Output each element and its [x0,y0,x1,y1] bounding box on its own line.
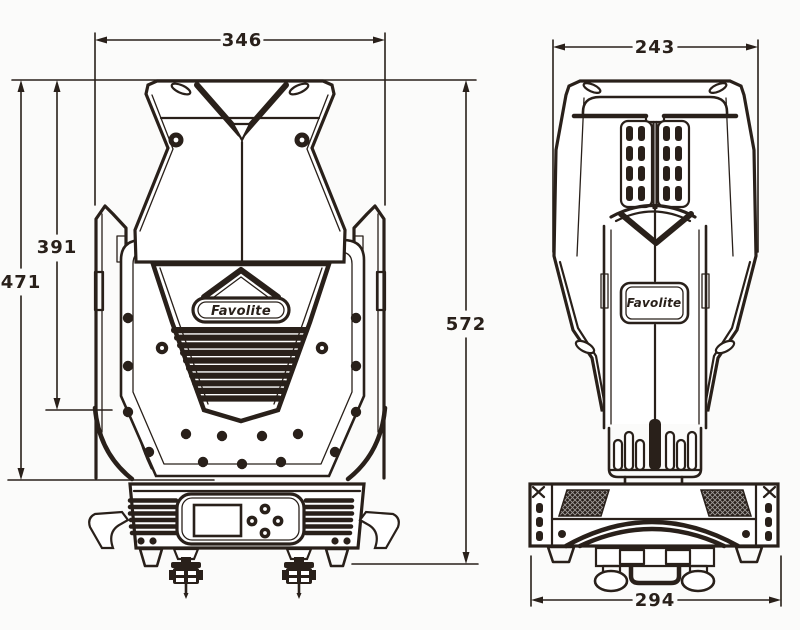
dim-label-base-depth: 294 [635,590,676,611]
handle-left [88,510,130,550]
dim-label-head-height: 391 [37,237,78,258]
corner-slot-left [170,82,192,96]
corner-slot-right [288,82,310,96]
display-panel [175,492,306,546]
base-foot-right [324,547,350,568]
dim-label-side-width: 243 [635,37,676,58]
dimension-head-height: 391 [37,80,113,411]
dimension-side-width: 243 [552,37,759,253]
front-logo-text: Favolite [211,304,271,319]
head-front [133,79,347,266]
front-logo-badge: Favolite [191,296,291,324]
dimension-front-width: 346 [94,30,386,206]
dimension-base-depth: 294 [530,555,782,611]
clamp-left [169,547,203,599]
side-slot-left [574,339,596,355]
base-foot-left [138,547,164,568]
pull-handle [628,563,682,586]
side-slot-right [714,339,736,355]
base-vent-left [127,498,179,536]
arch-handle [558,519,750,549]
front-vent-slats [171,327,309,402]
side-base [528,482,780,593]
side-corner-slot-left [582,82,602,94]
dimension-total-height: 572 [351,80,487,565]
side-base-foot-right [734,545,764,564]
corner-braces [531,485,777,499]
grille-pills [626,126,682,201]
side-logo-text: Favolite [627,296,682,310]
dim-label-front-width: 346 [222,30,263,51]
display-screen [192,503,243,538]
menu-button-left[interactable] [246,515,258,527]
screw-left [168,132,184,148]
side-base-foot-left [546,545,576,564]
side-yoke-arm: Favolite [600,203,710,430]
undercarriage [593,546,716,593]
side-view: Favolite [528,79,780,593]
base-hatch-vent-right [699,489,753,517]
base-vent-right [303,498,355,536]
menu-button-right[interactable] [272,515,284,527]
screw-right [294,132,310,148]
side-vent-grilles [619,119,691,210]
front-view: Favolite [11,79,477,599]
menu-button-down[interactable] [259,527,271,539]
dim-label-total-height: 572 [446,314,487,335]
front-base [88,482,400,599]
menu-button-up[interactable] [259,503,271,515]
base-hatch-vent-left [557,489,611,517]
dimension-yoke-height: 471 [1,80,215,481]
side-logo-badge: Favolite [619,281,690,325]
comb-vent [607,419,703,486]
peak-emblem [201,267,281,300]
side-corner-slot-right [708,82,728,94]
plate-screws [122,312,362,470]
clamp-right [282,547,316,599]
handle-right [358,510,400,550]
dim-label-yoke-height: 471 [1,272,42,293]
